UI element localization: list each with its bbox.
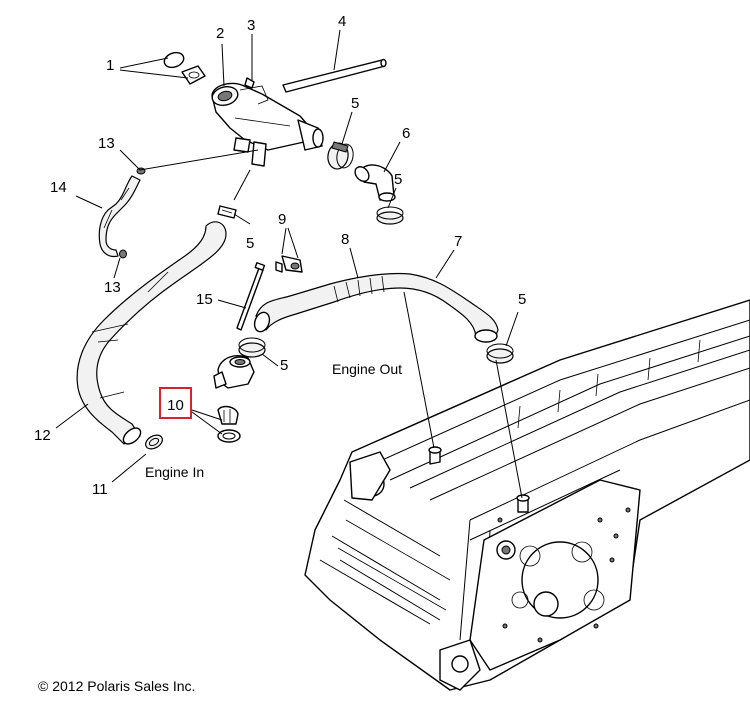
callout-10: 10 <box>167 397 184 414</box>
callout-10-highlight: 10 <box>159 387 192 419</box>
part-11-clamp <box>145 434 163 450</box>
engine-block <box>304 299 750 691</box>
part-5-clamp-lower <box>238 337 266 358</box>
part-12-lower-hose <box>76 221 227 445</box>
part-5-clamp-top <box>327 141 354 170</box>
part-8-7-return-hose <box>253 272 499 343</box>
callout-3: 3 <box>247 17 256 34</box>
engine-in-note: Engine In <box>145 464 205 480</box>
callout-1: 1 <box>106 57 115 74</box>
callout-13b: 13 <box>104 279 121 296</box>
copyright-text: © 2012 Polaris Sales Inc. <box>38 678 196 694</box>
callout-2: 2 <box>216 25 225 42</box>
callout-14: 14 <box>50 179 67 196</box>
callout-5b: 5 <box>246 235 255 252</box>
part-5-clamp-upper-hose <box>217 205 237 219</box>
part-10-thermostat <box>217 405 241 443</box>
callout-6: 6 <box>402 125 411 142</box>
part-6-elbow <box>354 164 396 202</box>
callout-5d: 5 <box>518 291 527 308</box>
callout-9: 9 <box>278 211 287 228</box>
callout-7: 7 <box>454 233 463 250</box>
part-5-clamp-mid <box>376 206 404 225</box>
engine-out-note: Engine Out <box>332 361 403 377</box>
thermostat-housing <box>213 354 255 389</box>
callout-5c: 5 <box>394 171 403 188</box>
leader-lines <box>55 29 523 499</box>
callout-12: 12 <box>34 427 51 444</box>
part-4-rod <box>282 58 387 93</box>
part-2-housing <box>211 82 324 167</box>
part-13-clamp-bottom <box>119 249 127 259</box>
part-15-bolt <box>236 262 266 331</box>
callout-11: 11 <box>92 481 108 498</box>
callout-4: 4 <box>338 13 347 30</box>
part-5-clamp-right <box>486 343 514 364</box>
part-14-bypass-hose <box>98 175 141 258</box>
callout-13a: 13 <box>98 135 115 152</box>
callout-8: 8 <box>341 231 350 248</box>
part-1-cap <box>163 51 206 85</box>
callout-5e: 5 <box>280 357 289 374</box>
callout-5a: 5 <box>351 95 360 112</box>
part-9-bracket <box>275 255 303 273</box>
callout-15: 15 <box>196 291 213 308</box>
